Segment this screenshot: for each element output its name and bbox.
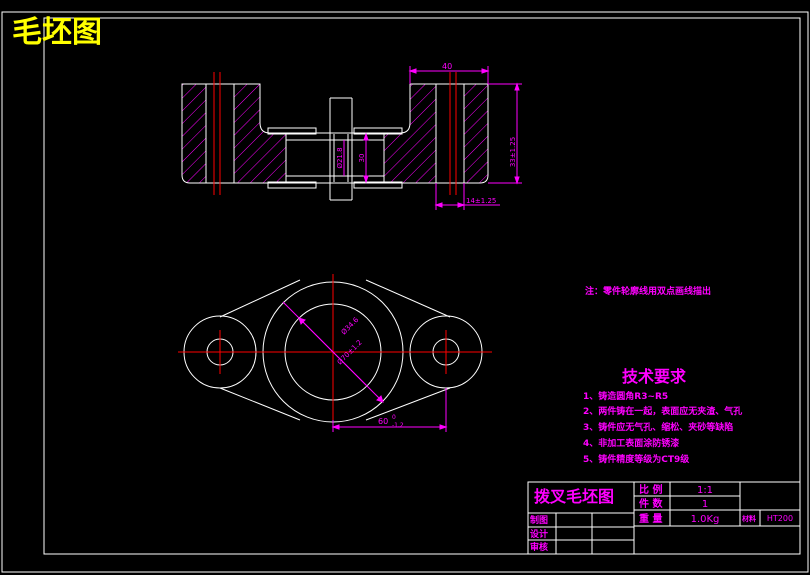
outer-border (1, 11, 809, 573)
dim-center-distance-tol-lower: -1.2 (392, 422, 404, 429)
material-value: HT200 (767, 514, 793, 523)
tech-item: 4、非加工表面涂防锈漆 (583, 437, 679, 449)
design-label: 设计 (530, 528, 548, 540)
dim-center-distance: 60 (378, 417, 388, 426)
drawn-label: 制图 (530, 514, 548, 526)
section-dimensions (343, 66, 522, 210)
check-label: 审核 (530, 541, 548, 553)
tech-requirements-heading: 技术要求 (622, 367, 687, 386)
qty-label: 件 数 (639, 497, 663, 510)
qty-value: 1 (702, 499, 708, 510)
material-label: 材料 (741, 514, 756, 523)
dim-slot-height: 30 (358, 154, 366, 163)
drawing-note: 注：零件轮廓线用双点画线描出 (585, 285, 711, 297)
top-view-centerlines (178, 274, 492, 432)
tech-item: 1、铸造圆角R3~R5 (583, 390, 668, 402)
dim-center-distance-tol-upper: 0 (392, 414, 396, 421)
dim-right-height: 33±1.25 (509, 137, 517, 167)
section-view (181, 72, 489, 201)
weight-value: 1.0Kg (691, 514, 720, 525)
tech-item: 3、铸件应无气孔、缩松、夹砂等缺陷 (583, 421, 733, 433)
top-view-dimensions (282, 301, 448, 432)
tech-item: 5、铸件精度等级为CT9级 (583, 453, 690, 465)
dim-bottom-width: 14±1.25 (466, 197, 496, 205)
scale-label: 比 例 (639, 483, 662, 496)
weight-label: 重 量 (639, 512, 662, 525)
scale-value: 1:1 (697, 485, 713, 496)
dim-bore-dia: Ø21.8 (336, 147, 344, 168)
dim-top-width: 40 (442, 62, 452, 71)
tech-item: 2、两件铸在一起，表面应无夹渣、气孔 (583, 405, 742, 417)
title-block (527, 481, 801, 555)
inner-border (43, 17, 801, 555)
dim-inner-circle: Ø34.6 (340, 315, 361, 336)
title-block-name: 拨叉毛坯图 (534, 487, 614, 506)
sheet-title: 毛坯图 (12, 15, 102, 50)
